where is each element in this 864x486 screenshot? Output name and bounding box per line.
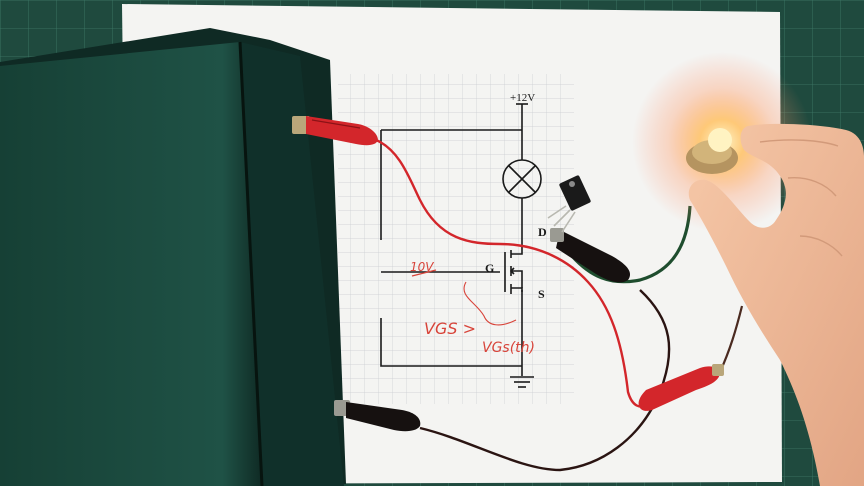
- ground-icon: [510, 376, 534, 388]
- source-label: S: [538, 287, 545, 301]
- battery: [0, 28, 346, 486]
- condition-line-1: VGS >: [424, 319, 476, 338]
- drain-label: D: [538, 225, 547, 239]
- mosfet-icon: [504, 246, 523, 294]
- alligator-clip-red-right: [638, 364, 724, 411]
- gate-voltage-annotation: 10V: [410, 260, 434, 274]
- lamp-icon: [502, 159, 542, 199]
- gate-voltage-underline: [411, 269, 437, 277]
- alligator-clip-black-right: [550, 228, 631, 283]
- red-wire: [375, 138, 651, 408]
- green-wire: [570, 205, 692, 284]
- graph-paper-grid: [338, 74, 574, 404]
- alligator-clip: [292, 116, 378, 146]
- annotation-arrow: [463, 281, 517, 326]
- light-bulb: [686, 128, 738, 174]
- condition-line-2: VGs(th): [482, 340, 535, 356]
- supply-label: +12V: [510, 92, 535, 104]
- schematic-bottom-rail: [380, 318, 522, 367]
- black-wire: [419, 289, 671, 472]
- transistor-to220: [547, 175, 591, 233]
- gate-label: G: [485, 261, 494, 275]
- alligator-clip-black: [334, 400, 421, 432]
- hand: [688, 123, 864, 486]
- schematic: [380, 103, 528, 376]
